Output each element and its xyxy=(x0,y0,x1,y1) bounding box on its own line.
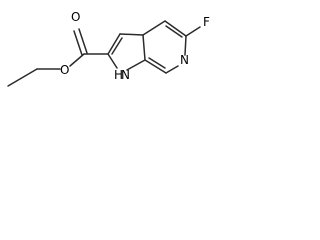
atom-label-carbonyl-oxygen: O xyxy=(71,10,80,24)
bond-c5-f xyxy=(185,26,201,37)
bond-ethyl-ch3 xyxy=(7,68,38,87)
bond-pyridine-c3a-c4 xyxy=(142,20,166,36)
bond-pyridine-n-c7 xyxy=(165,65,179,74)
atom-label-fluorine: F xyxy=(203,15,210,29)
atom-label-pyrrole-nitrogen: N xyxy=(121,68,130,82)
bonds xyxy=(7,20,201,87)
bond-pyridine-c4-c5 xyxy=(164,20,187,37)
bond-pyridine-c7-c7a xyxy=(144,59,167,74)
bond-pyrrole-c2-c3-inner xyxy=(111,37,123,55)
bond-carbonyl-double-b xyxy=(78,28,88,54)
bond-pyridine-c7-c7a-inner xyxy=(148,57,166,69)
atom-label-ester-oxygen: O xyxy=(60,63,69,77)
atom-label-pyrrole-hydrogen: H xyxy=(114,68,123,82)
bond-carbonyl-double-a xyxy=(73,30,83,56)
molecule-diagram: O O F N N H xyxy=(7,10,210,87)
bond-pyridine-c4-c5-inner xyxy=(165,25,183,38)
atom-label-pyridine-nitrogen: N xyxy=(180,53,189,67)
bond-o-carbonyl xyxy=(69,53,85,67)
bond-pyrrole-c3a-c7a xyxy=(142,34,146,61)
bond-pyridine-c5-n xyxy=(184,35,187,56)
bond-pyrrole-c7a-nh xyxy=(126,59,146,71)
bond-pyrrole-nh-c2 xyxy=(107,53,118,69)
bond-pyrrole-c2-c3 xyxy=(107,33,121,55)
bond-pyrrole-c3-c3a xyxy=(119,33,144,36)
atom-labels: O O F N N H xyxy=(60,10,210,82)
